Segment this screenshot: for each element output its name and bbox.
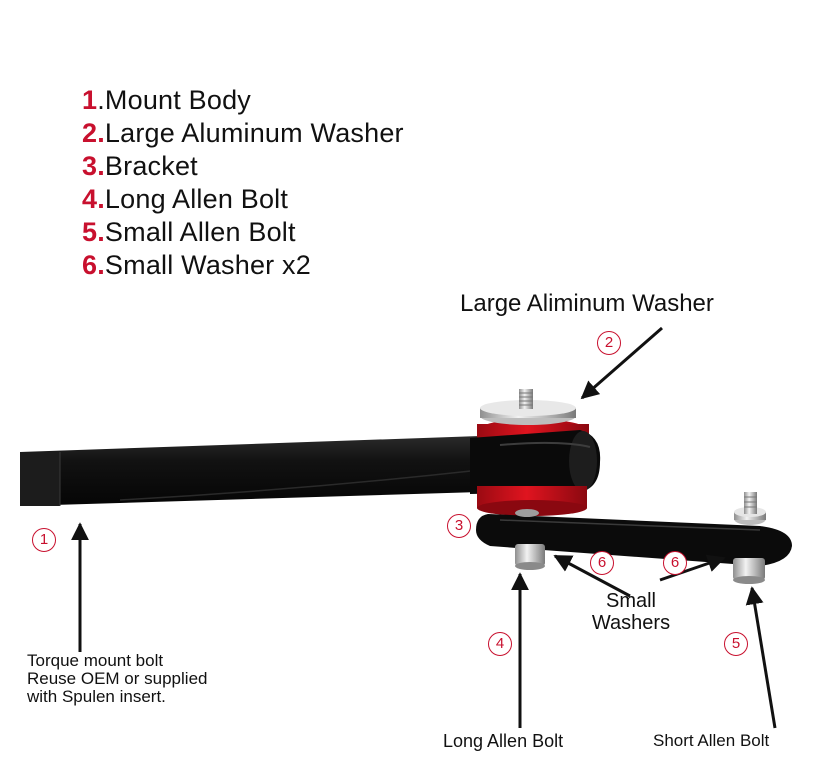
callout-1: 1 bbox=[32, 528, 56, 552]
arrow-small-washer-left bbox=[553, 554, 631, 598]
callout-4: 4 bbox=[488, 632, 512, 656]
short-bolt-label: Short Allen Bolt bbox=[653, 731, 770, 750]
short-bolt-stud bbox=[744, 492, 757, 514]
parts-list-item: 5.Small Allen Bolt bbox=[82, 217, 296, 247]
bushing-assembly bbox=[470, 389, 601, 516]
arrow-large-washer bbox=[580, 326, 663, 400]
arrow-small-washer-right bbox=[659, 554, 726, 582]
bracket bbox=[476, 507, 792, 566]
parts-list-item: 6.Small Washer x2 bbox=[82, 250, 311, 280]
callout-3: 3 bbox=[447, 514, 471, 538]
parts-list-item: 2.Large Aluminum Washer bbox=[82, 118, 404, 148]
parts-list-item: 4.Long Allen Bolt bbox=[82, 184, 289, 214]
callout-5: 5 bbox=[724, 632, 748, 656]
mount-body bbox=[20, 436, 481, 506]
torque-bolt-note: Torque mount bolt Reuse OEM or supplied … bbox=[27, 651, 208, 706]
parts-list-item: 3.Bracket bbox=[82, 151, 198, 181]
long-bolt-label: Long Allen Bolt bbox=[443, 731, 564, 751]
callout-2: 2 bbox=[597, 331, 621, 355]
callout-6-left: 6 bbox=[590, 551, 614, 575]
long-allen-bolt bbox=[515, 544, 545, 570]
small-washers-label: Small Washers bbox=[591, 590, 671, 634]
callout-6-right: 6 bbox=[663, 551, 687, 575]
arrows bbox=[71, 326, 777, 729]
short-allen-bolt bbox=[733, 558, 765, 584]
large-washer-label: Large Aliminum Washer bbox=[460, 290, 714, 317]
parts-list: 1.Mount Body 2.Large Aluminum Washer 3.B… bbox=[82, 84, 404, 282]
parts-list-item: 1.Mount Body bbox=[82, 85, 252, 115]
arrow-short-bolt bbox=[745, 586, 777, 729]
